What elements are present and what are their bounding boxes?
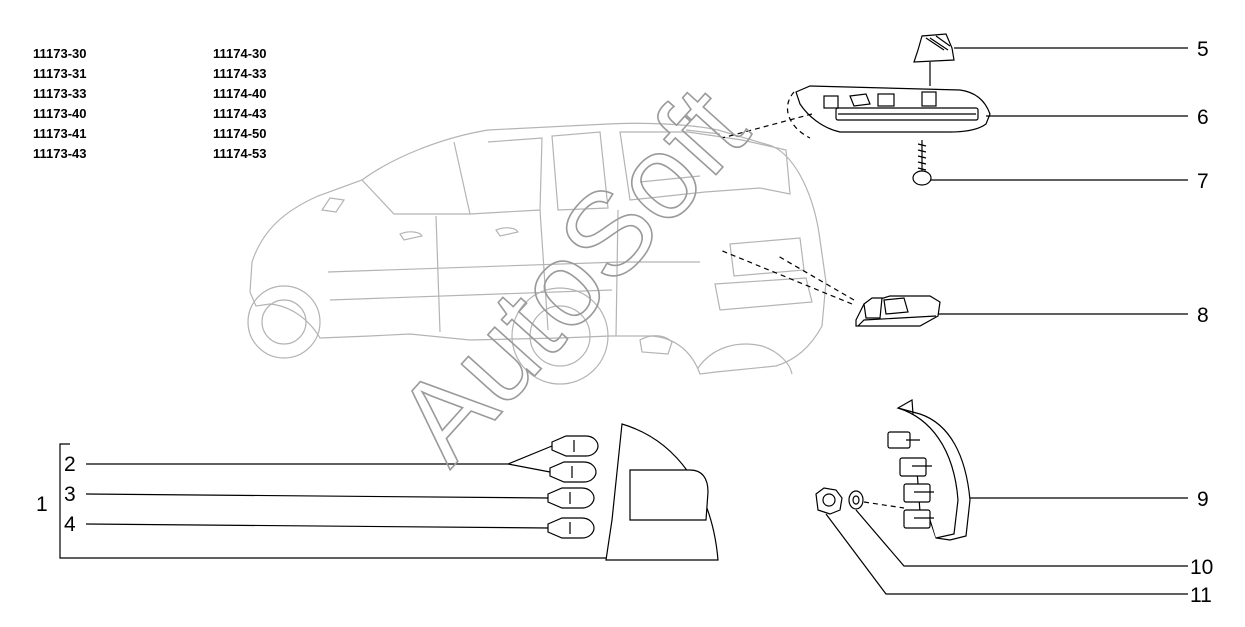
callout-8: 8 xyxy=(1197,304,1209,327)
bulb xyxy=(547,517,595,539)
model-code: 11173-31 xyxy=(33,66,87,81)
rear-light-housing xyxy=(887,399,971,541)
callout-3: 3 xyxy=(64,483,76,506)
callout-5: 5 xyxy=(1197,38,1209,61)
model-code: 11173-41 xyxy=(33,126,87,141)
mounting-nut-and-washer xyxy=(815,487,905,515)
model-code: 11173-40 xyxy=(33,106,87,121)
model-code: 11174-30 xyxy=(213,46,267,61)
high-mount-brake-light xyxy=(795,85,991,133)
model-code: 11173-43 xyxy=(33,146,87,161)
model-code: 11174-53 xyxy=(213,146,267,161)
license-plate-lamp xyxy=(855,295,941,327)
side-light-lens xyxy=(605,423,719,561)
callout-10: 10 xyxy=(1190,556,1213,579)
leader-lines xyxy=(59,47,1188,595)
callout-7: 7 xyxy=(1197,170,1209,193)
bulb xyxy=(549,461,597,483)
mounting-screw xyxy=(912,140,932,186)
model-list-left: 11173-30 11173-31 11173-33 11173-40 1117… xyxy=(33,44,87,164)
bulb xyxy=(551,435,599,457)
model-code: 11174-43 xyxy=(213,106,267,121)
assembly-dashed-lines xyxy=(719,91,855,305)
model-code: 11173-33 xyxy=(33,86,87,101)
callout-4: 4 xyxy=(64,513,76,536)
model-list-right: 11174-30 11174-33 11174-40 11174-43 1117… xyxy=(213,44,267,164)
bulb xyxy=(547,487,595,509)
model-code: 11174-40 xyxy=(213,86,267,101)
car-outline xyxy=(247,122,827,385)
callout-numbers: 1 2 3 4 5 6 7 8 9 10 11 xyxy=(36,38,1213,607)
callout-2: 2 xyxy=(64,453,76,476)
callout-1: 1 xyxy=(36,493,48,516)
brake-light-bulb-holder xyxy=(913,33,955,86)
model-code: 11174-50 xyxy=(213,126,267,141)
callout-6: 6 xyxy=(1197,106,1209,129)
model-code: 11174-33 xyxy=(213,66,267,81)
model-code: 11173-30 xyxy=(33,46,87,61)
bulbs xyxy=(547,435,599,539)
callout-9: 9 xyxy=(1197,488,1209,511)
callout-11: 11 xyxy=(1190,584,1212,607)
